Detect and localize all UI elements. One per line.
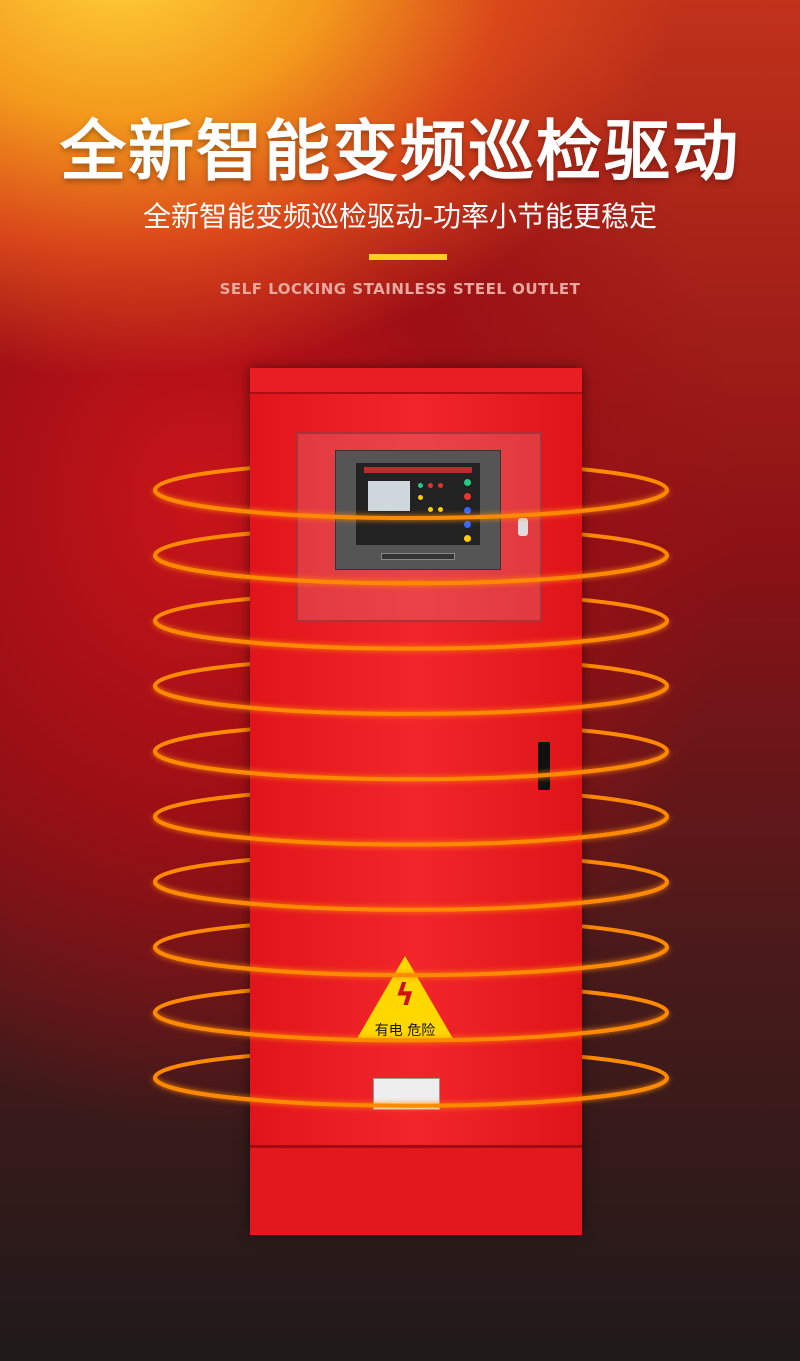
indicator-light <box>428 507 433 512</box>
button-green <box>464 479 471 486</box>
button-yellow <box>464 535 471 542</box>
cabinet-top <box>250 368 582 394</box>
panel-face <box>356 463 480 545</box>
glow-ring-front <box>153 750 669 782</box>
button-blue <box>464 521 471 528</box>
cabinet-plinth <box>250 1145 582 1235</box>
panel-nameplate <box>381 553 455 560</box>
panel-title-strip <box>364 467 472 473</box>
viewing-window <box>296 432 542 622</box>
key-icon <box>518 518 528 536</box>
fire-control-cabinet: ϟ 有电 危险 <box>250 368 582 1235</box>
button-red <box>464 493 471 500</box>
warning-triangle <box>355 956 455 1042</box>
door-handle <box>538 742 550 790</box>
button-blue <box>464 507 471 514</box>
accent-divider <box>369 254 447 260</box>
subheadline: 全新智能变频巡检驱动-功率小节能更稳定 <box>142 200 658 233</box>
glow-ring-front <box>153 946 669 978</box>
indicator-light <box>438 483 443 488</box>
glow-ring-front <box>153 816 669 847</box>
glow-ring-front <box>153 620 669 651</box>
indicator-light <box>438 507 443 512</box>
indicator-light <box>428 483 433 488</box>
tagline: SELF LOCKING STAINLESS STEEL OUTLET <box>219 280 581 298</box>
glow-ring-front <box>153 881 669 912</box>
indicator-light <box>418 495 423 500</box>
glow-ring-front <box>153 1077 669 1108</box>
lightning-bolt-icon: ϟ <box>395 978 415 1013</box>
lcd-screen <box>368 481 410 511</box>
glow-ring-front <box>153 489 669 520</box>
headline: 全新智能变频巡检驱动 <box>60 113 740 190</box>
glow-ring-front <box>153 1012 669 1043</box>
indicator-light <box>418 483 423 488</box>
warning-label: 有电 危险 <box>374 1023 436 1039</box>
glow-ring-front <box>153 685 669 716</box>
glow-ring-front <box>153 554 669 586</box>
control-panel <box>335 450 501 570</box>
